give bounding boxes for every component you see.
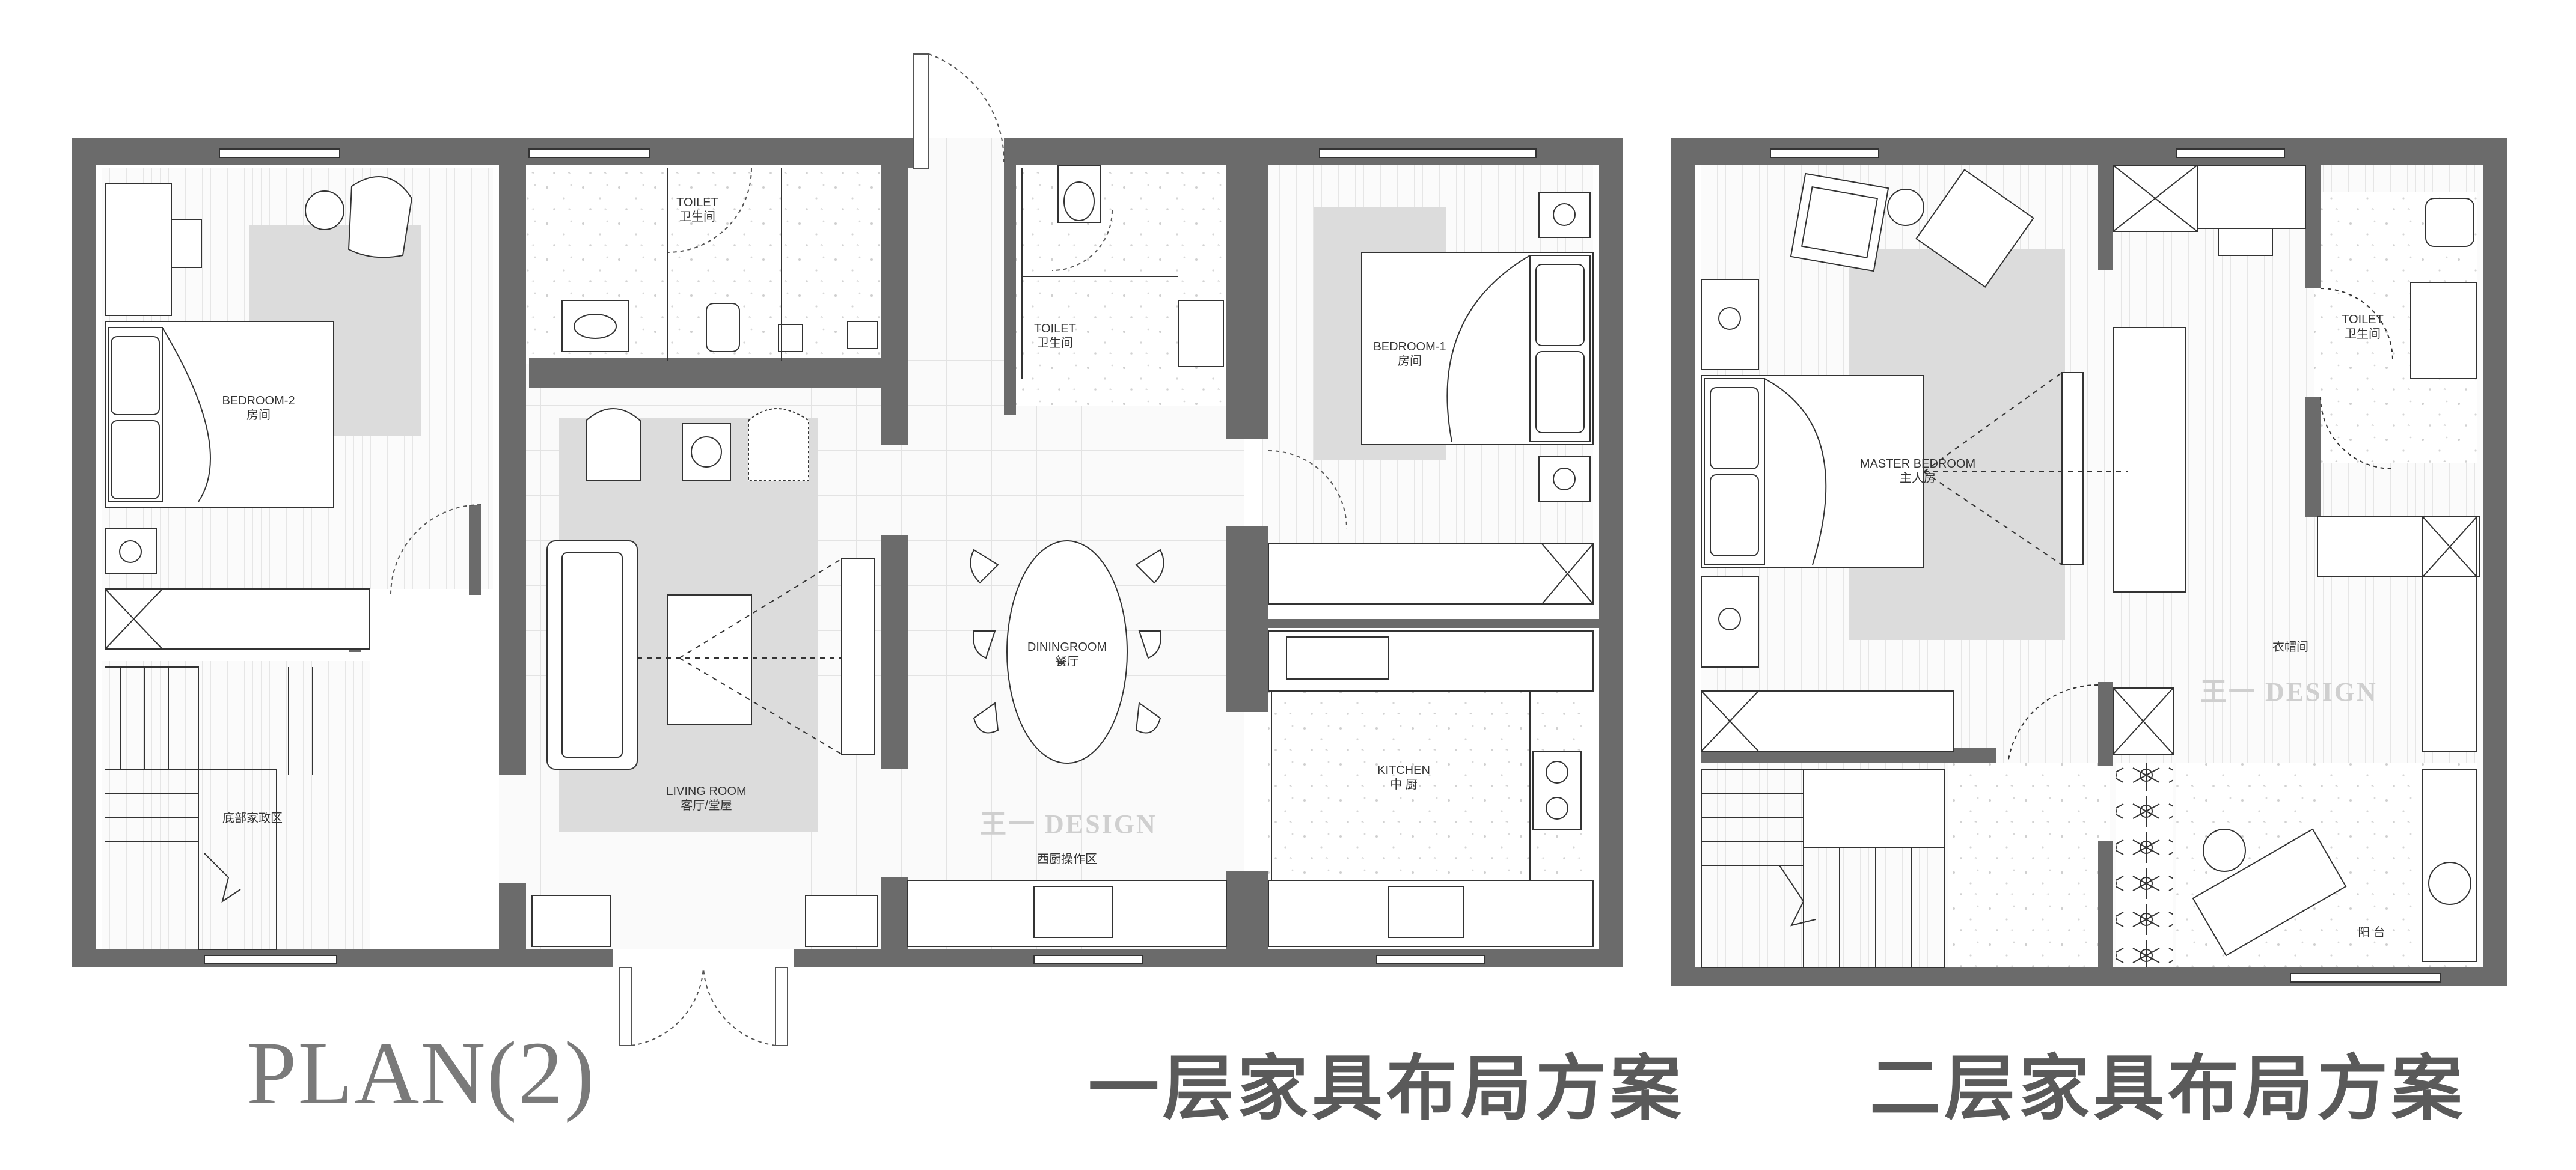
floor1-title: 一层家具布局方案: [1088, 1049, 1685, 1129]
plan-title: PLAN(2): [246, 1023, 596, 1123]
label-master-cn: 主人房: [1900, 472, 1936, 485]
coffee-table: [667, 594, 752, 725]
label-bedroom2: BEDROOM-2 房间: [222, 394, 295, 422]
label-bedroom2-cn: 房间: [246, 409, 271, 422]
lounge-chair: [2192, 828, 2347, 957]
kitchen-island: [1271, 690, 1531, 884]
floor2-plan: [1671, 138, 2507, 986]
label-bedroom1-en: BEDROOM-1: [1373, 340, 1446, 353]
label-toilet-a-en: TOILET: [676, 196, 718, 209]
stairs-floor2: [1701, 288, 2393, 968]
label-bedroom2-en: BEDROOM-2: [222, 394, 295, 407]
desk: [105, 183, 172, 316]
label-toilet-floor2-cn: 卫生间: [2345, 328, 2381, 341]
label-kitchen-en: KITCHEN: [1377, 764, 1430, 777]
label-dining-cn: 餐厅: [1055, 655, 1079, 668]
armchair: [347, 176, 413, 258]
label-toilet-floor2: TOILET 卫生间: [2342, 312, 2384, 341]
label-living-en: LIVING ROOM: [666, 785, 747, 798]
label-master-en: MASTER BEDROOM: [1859, 457, 1976, 471]
watermark-floor2: 王一 DESIGN: [2200, 677, 2378, 707]
floor2-title: 二层家具布局方案: [1870, 1049, 2467, 1129]
label-closet: 衣帽间: [2272, 641, 2308, 654]
label-bedroom1-cn: 房间: [1398, 355, 1422, 368]
label-stair-area: 底部家政区: [222, 812, 283, 825]
floor1-walls: [72, 138, 1623, 967]
label-bedroom1: BEDROOM-1 房间: [1373, 340, 1446, 368]
label-dining: DININGROOM 餐厅: [1027, 640, 1107, 669]
label-dining-en: DININGROOM: [1027, 641, 1107, 654]
stairs-floor1: [105, 666, 313, 950]
label-toilet-b-en: TOILET: [1034, 322, 1076, 335]
dining-table: [970, 540, 1164, 764]
label-kitchen-cn: 中 厨: [1390, 778, 1418, 791]
floor1-plan: [72, 53, 1623, 1046]
label-western-prep: 西厨操作区: [1037, 853, 1097, 866]
watermark-floor1: 王一 DESIGN: [980, 809, 1157, 839]
label-kitchen: KITCHEN 中 厨: [1377, 763, 1430, 792]
label-toilet-a-cn: 卫生间: [679, 210, 715, 224]
label-living-cn: 客厅/堂屋: [681, 799, 732, 812]
label-living: LIVING ROOM 客厅/堂屋: [666, 784, 746, 813]
label-balcony: 阳 台: [2358, 926, 2385, 939]
label-toilet-floor2-en: TOILET: [2342, 313, 2384, 326]
label-toilet-a: TOILET 卫生间: [676, 195, 718, 224]
label-toilet-b-cn: 卫生间: [1037, 337, 1073, 350]
label-master: MASTER BEDROOM 主人房: [1860, 457, 1975, 486]
label-toilet-b: TOILET 卫生间: [1034, 321, 1076, 350]
